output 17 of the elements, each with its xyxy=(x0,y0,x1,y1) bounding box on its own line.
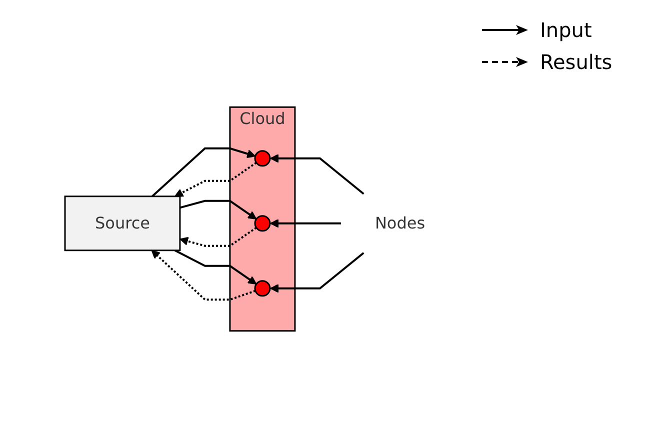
legend-label: Input xyxy=(540,18,592,42)
arrow xyxy=(270,218,341,228)
node-circle xyxy=(254,150,271,167)
arrow xyxy=(180,200,257,220)
node-circle xyxy=(254,215,271,232)
cluster: Cloud xyxy=(229,106,296,332)
arrow xyxy=(180,226,257,247)
arrow xyxy=(270,252,364,293)
node-box: Source xyxy=(64,196,181,252)
node-circle xyxy=(254,280,271,297)
arrow xyxy=(151,250,256,301)
legend-label: Results xyxy=(540,50,612,74)
arrow xyxy=(270,154,364,195)
arrow xyxy=(174,249,257,284)
arrow xyxy=(174,162,257,197)
node-text: Nodes xyxy=(374,213,426,232)
arrow xyxy=(151,147,256,198)
